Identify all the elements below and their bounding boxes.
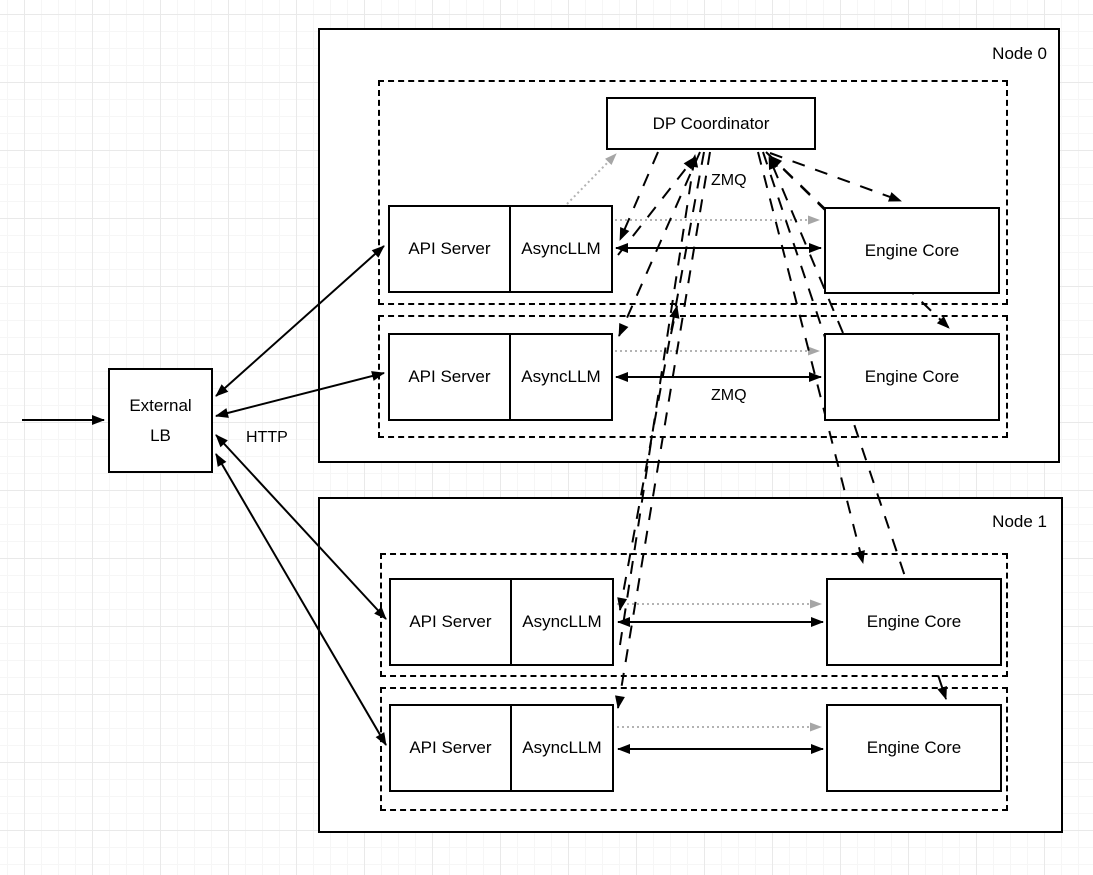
node1-title: Node 1 bbox=[992, 512, 1047, 531]
external-lb-box: External LB bbox=[108, 368, 213, 473]
edge-dp-to-asyncllm3-dashed bbox=[617, 151, 705, 611]
external-lb-label: External LB bbox=[129, 395, 192, 445]
edge-dp-to-asyncllm2-dashed bbox=[618, 151, 701, 337]
api-asyncllm-box-1: API Server AsyncLLM bbox=[388, 205, 613, 293]
edge-lb-api-server-4 bbox=[215, 453, 387, 746]
asyncllm-label-3: AsyncLLM bbox=[522, 612, 602, 631]
asyncllm-cell-1: AsyncLLM bbox=[511, 207, 611, 291]
api-server-cell-3: API Server bbox=[391, 580, 512, 664]
asyncllm-label-1: AsyncLLM bbox=[521, 239, 601, 258]
api-server-cell-4: API Server bbox=[391, 706, 512, 790]
engine-core-label-3: Engine Core bbox=[866, 612, 962, 631]
engine-core-label-2: Engine Core bbox=[864, 367, 960, 386]
dp-coordinator-label: DP Coordinator bbox=[652, 113, 770, 133]
engine-core-box-3: Engine Core bbox=[826, 578, 1002, 666]
node0-box bbox=[318, 28, 1060, 463]
engine-core-label-1: Engine Core bbox=[864, 240, 960, 260]
node1-rank2-group bbox=[380, 553, 1008, 677]
engine-core-box-1: Engine Core bbox=[824, 207, 1000, 294]
edge-asyncllm1-dp-dotted bbox=[566, 153, 617, 205]
node0-rank1-group bbox=[378, 315, 1008, 438]
zmq-label-mid: ZMQ bbox=[711, 387, 747, 404]
api-server-cell-2: API Server bbox=[390, 335, 511, 419]
node0-rank0-group bbox=[378, 80, 1008, 305]
api-asyncllm-box-4: API Server AsyncLLM bbox=[389, 704, 614, 792]
node0-title: Node 0 bbox=[992, 44, 1047, 63]
asyncllm-label-4: AsyncLLM bbox=[522, 738, 602, 757]
api-server-label-3: API Server bbox=[409, 612, 492, 631]
dp-coordinator-box: DP Coordinator bbox=[606, 97, 816, 150]
engine-core-box-4: Engine Core bbox=[826, 704, 1002, 792]
api-server-label-2: API Server bbox=[408, 367, 491, 386]
asyncllm-cell-4: AsyncLLM bbox=[512, 706, 612, 790]
api-server-label-1: API Server bbox=[408, 239, 491, 258]
api-asyncllm-box-2: API Server AsyncLLM bbox=[388, 333, 613, 421]
edge-dp-to-asyncllm1-dashed bbox=[619, 151, 659, 241]
edge-lb-api-server-2 bbox=[215, 371, 385, 418]
engine-core-label-4: Engine Core bbox=[866, 738, 962, 757]
engine-core-box-2: Engine Core bbox=[824, 333, 1000, 421]
node1-box bbox=[318, 497, 1063, 833]
asyncllm-label-2: AsyncLLM bbox=[521, 367, 601, 386]
node1-rank3-group bbox=[380, 687, 1008, 811]
asyncllm-cell-3: AsyncLLM bbox=[512, 580, 612, 664]
zmq-label-top: ZMQ bbox=[711, 172, 747, 189]
api-asyncllm-box-3: API Server AsyncLLM bbox=[389, 578, 614, 666]
api-server-label-4: API Server bbox=[409, 738, 492, 757]
asyncllm-cell-2: AsyncLLM bbox=[511, 335, 611, 419]
http-label: HTTP bbox=[246, 429, 288, 446]
edge-lb-api-server-1 bbox=[215, 245, 385, 397]
edge-asyncllm1-to-dp-dashed bbox=[617, 156, 696, 256]
api-server-cell-1: API Server bbox=[390, 207, 511, 291]
